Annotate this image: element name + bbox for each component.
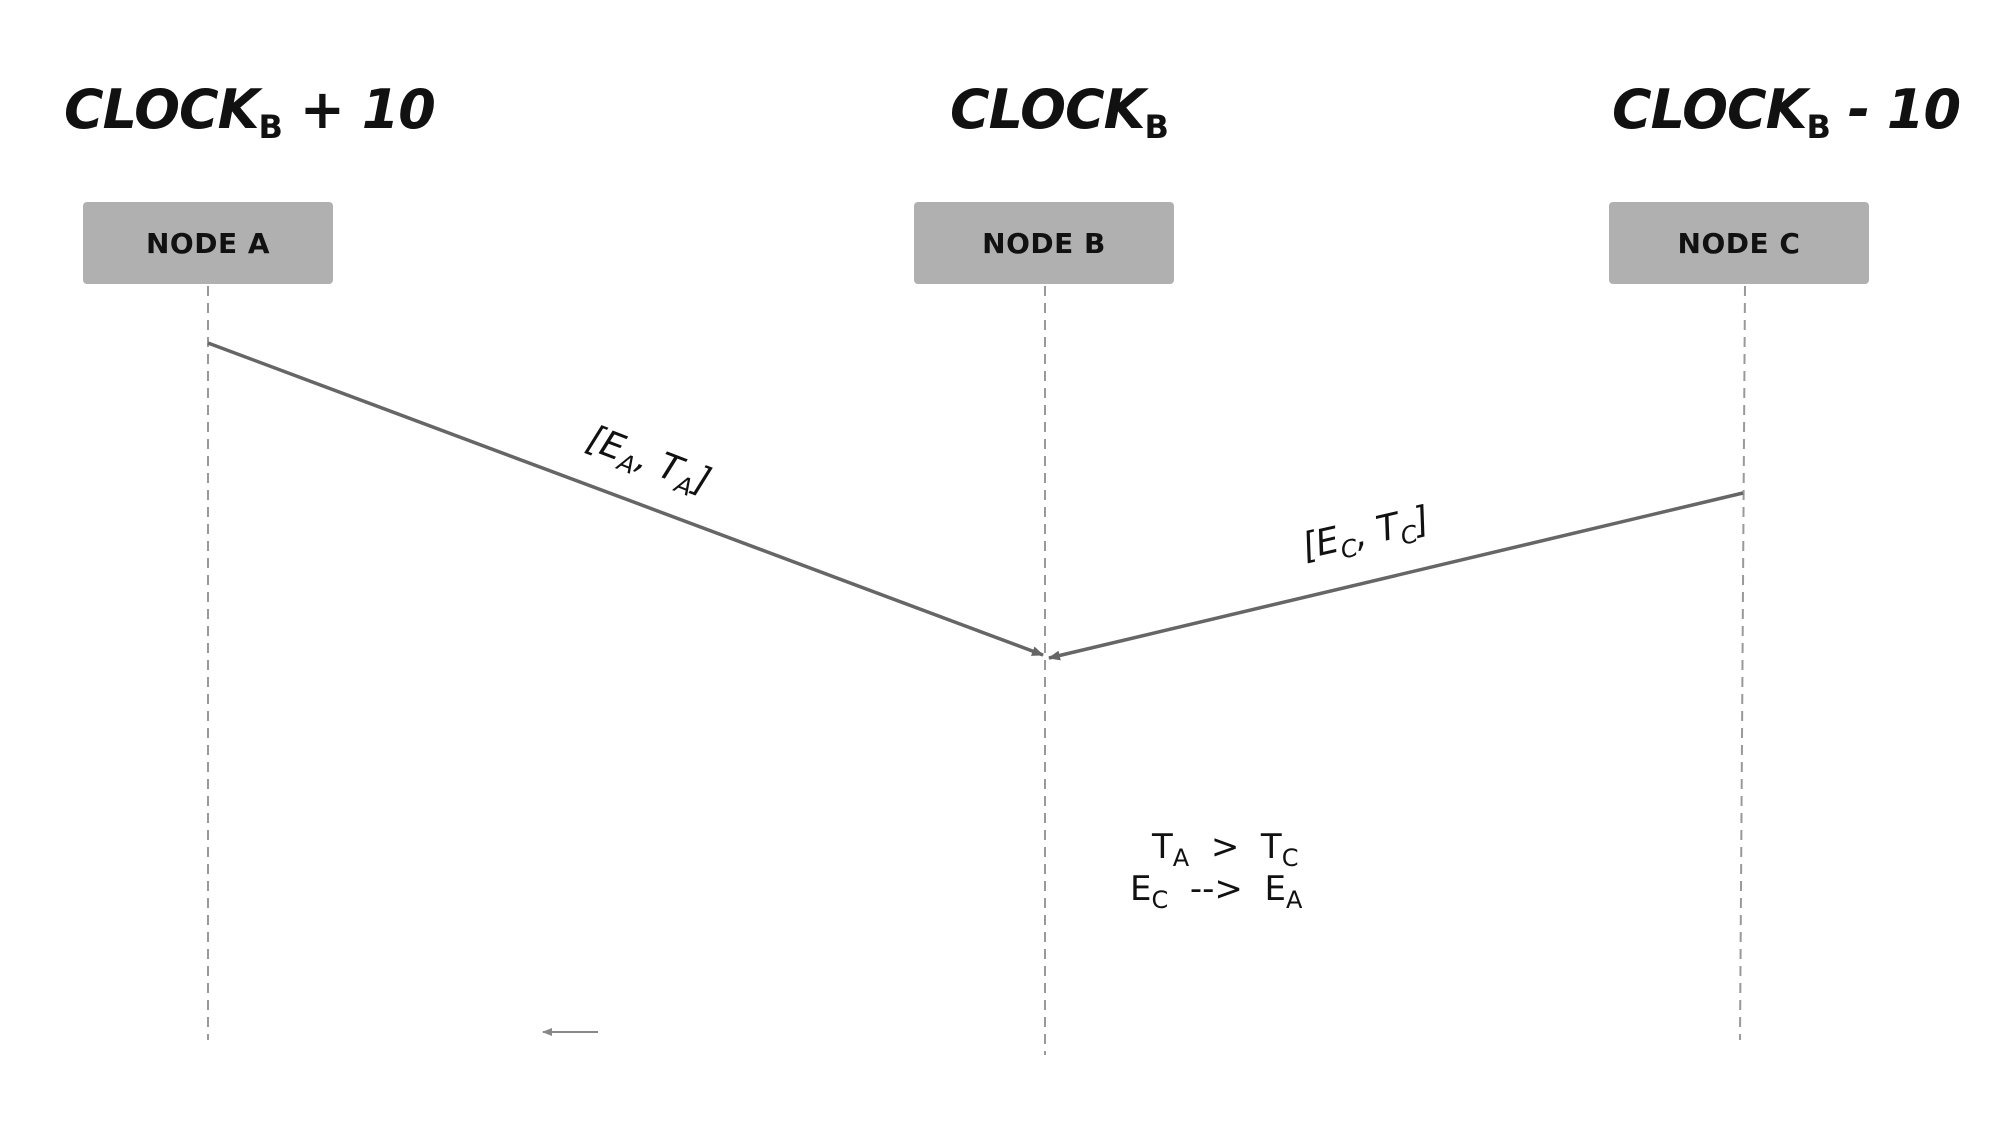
rel1-left-sub: A — [1172, 844, 1190, 872]
node-a-box: NODE A — [83, 202, 333, 284]
event-ordering: EC --> EA — [1130, 868, 1302, 921]
clock-c-suffix: - 10 — [1829, 78, 1961, 141]
node-b-box: NODE B — [914, 202, 1174, 284]
node-a-label: NODE A — [145, 226, 271, 260]
rel2-left-sub: C — [1151, 886, 1169, 914]
rel1-right-sub: C — [1281, 844, 1299, 872]
clock-label-node-c: CLOCKB - 10 — [1612, 78, 1961, 146]
node-b-label: NODE B — [982, 226, 1106, 260]
rel2-right-sub: A — [1286, 886, 1303, 914]
message-arrow-a-to-b — [207, 341, 1044, 657]
lifeline-node-c — [1739, 285, 1746, 1041]
node-c-label: NODE C — [1677, 226, 1801, 260]
clock-a-base: CLOCK — [64, 78, 259, 141]
rel1-op: > — [1189, 827, 1261, 867]
clock-a-suffix: + 10 — [281, 78, 436, 141]
msg-c-open: [E — [1298, 519, 1344, 568]
rel2-op: --> — [1168, 869, 1265, 909]
timestamp-comparison: TA > TC — [1152, 826, 1298, 879]
clock-c-subscript: B — [1806, 108, 1831, 146]
msg-c-mid: , T — [1350, 505, 1404, 556]
message-arrow-c-to-b — [1048, 491, 1744, 661]
rel1-left: T — [1152, 827, 1173, 867]
clock-label-node-b: CLOCKB — [950, 78, 1169, 146]
rel1-right: T — [1260, 827, 1282, 867]
clock-a-subscript: B — [258, 108, 283, 146]
clock-c-base: CLOCK — [1612, 78, 1807, 141]
clock-b-base: CLOCK — [950, 78, 1145, 141]
node-c-box: NODE C — [1609, 202, 1869, 284]
rel2-right: E — [1264, 869, 1286, 909]
rel2-left: E — [1130, 869, 1152, 909]
clock-label-node-a: CLOCKB + 10 — [64, 78, 436, 146]
clock-b-subscript: B — [1144, 108, 1169, 146]
